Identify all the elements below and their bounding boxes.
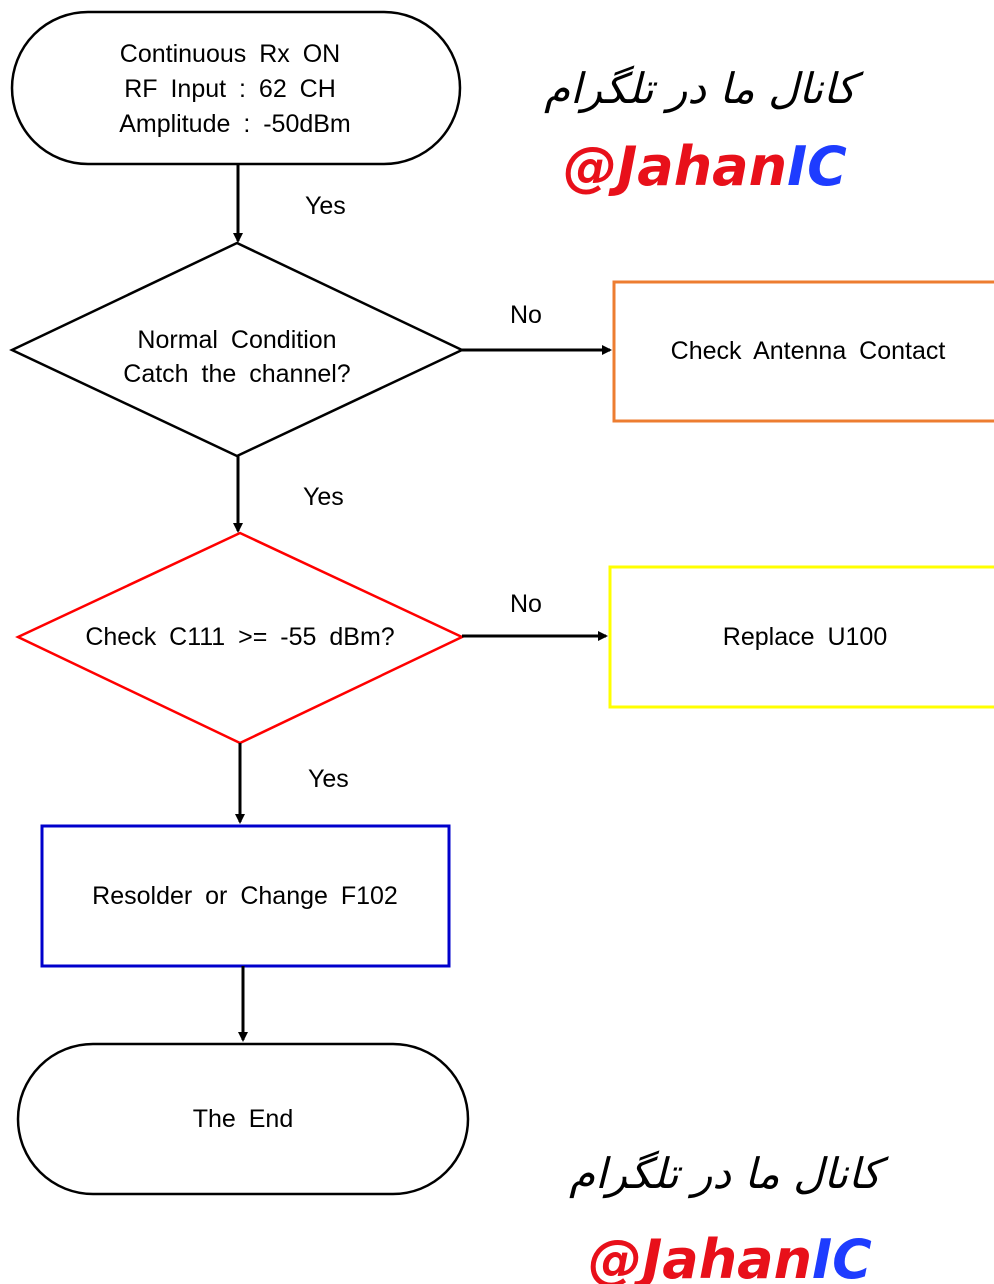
decision1-node: Normal Condition Catch the channel?	[9, 241, 465, 458]
edge-label-yes-1: Yes	[305, 192, 346, 220]
decision2-label: Check C111 >= -55 dBm?	[85, 623, 394, 651]
watermark-top: کانال ما در تلگرام @JahanIC	[544, 64, 864, 198]
end-node: The End	[16, 1042, 470, 1196]
decision1-line-1: Normal Condition	[137, 326, 336, 354]
edge-label-yes-2: Yes	[303, 483, 344, 511]
watermark-handle-prefix-bottom: @Jahan	[588, 1228, 812, 1284]
replace-label: Replace U100	[723, 623, 887, 651]
watermark-persian-top: کانال ما در تلگرام	[544, 64, 864, 114]
check-antenna-label: Check Antenna Contact	[671, 337, 946, 365]
watermark-handle-bottom: @JahanIC	[588, 1228, 872, 1284]
watermark-handle-suffix-bottom: IC	[812, 1228, 872, 1284]
watermark-handle-suffix-top: IC	[787, 135, 847, 198]
watermark-bottom: کانال ما در تلگرام @JahanIC	[569, 1149, 889, 1284]
watermark-handle-top: @JahanIC	[563, 135, 847, 198]
start-line-1: Continuous Rx ON	[120, 40, 340, 68]
edge-label-yes-3: Yes	[308, 765, 349, 793]
edge-label-no-2: No	[510, 590, 542, 618]
check-antenna-node: Check Antenna Contact	[612, 280, 994, 423]
start-line-3: Amplitude : -50dBm	[119, 110, 351, 138]
resolder-node: Resolder or Change F102	[40, 824, 451, 968]
edge-label-no-1: No	[510, 301, 542, 329]
watermark-handle-prefix-top: @Jahan	[563, 135, 787, 198]
end-label: The End	[193, 1105, 294, 1133]
start-line-2: RF Input : 62 CH	[124, 75, 336, 103]
watermark-persian-bottom: کانال ما در تلگرام	[569, 1149, 889, 1199]
resolder-label: Resolder or Change F102	[92, 882, 398, 910]
decision1-line-2: Catch the channel?	[123, 360, 350, 388]
decision2-node: Check C111 >= -55 dBm?	[15, 531, 465, 745]
start-node: Continuous Rx ON RF Input : 62 CH Amplit…	[10, 10, 462, 166]
replace-node: Replace U100	[608, 565, 994, 709]
